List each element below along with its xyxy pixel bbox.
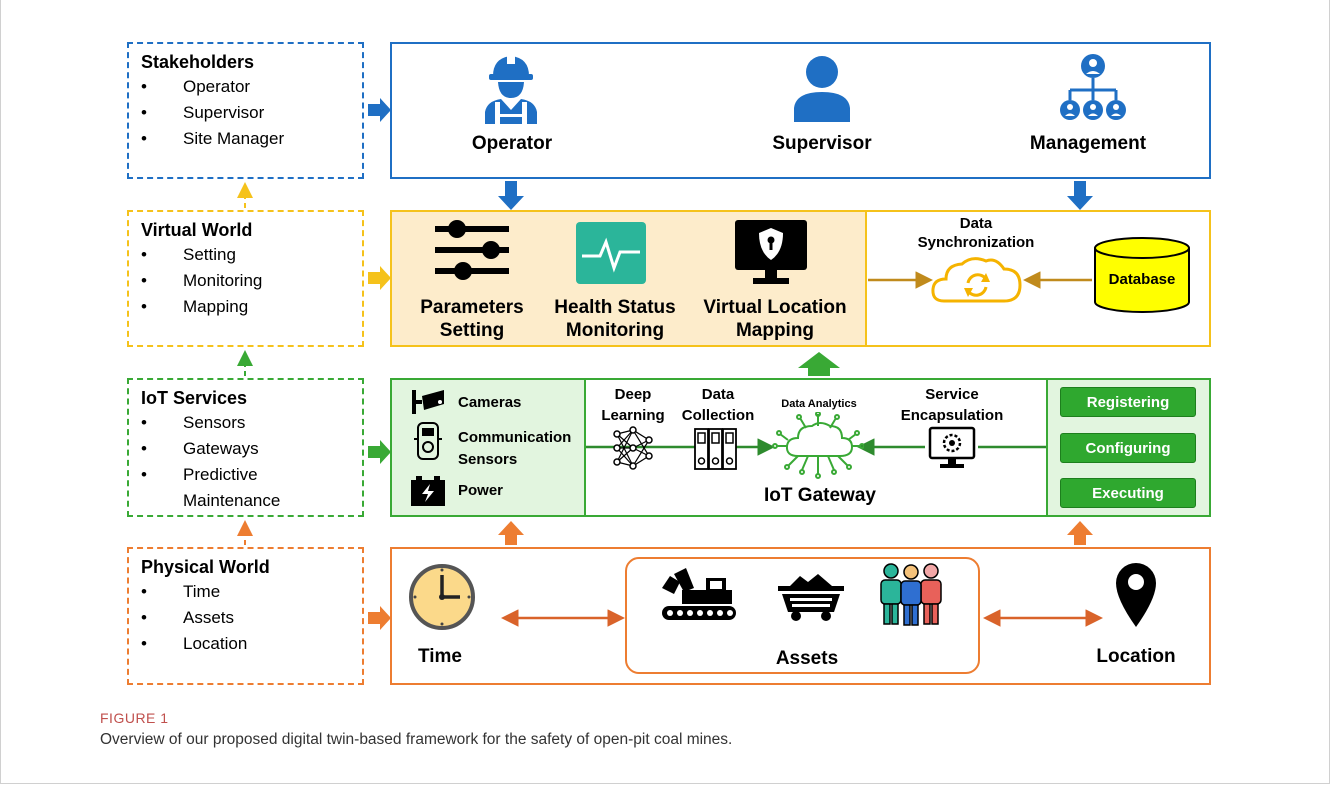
time-label: Time	[417, 646, 462, 667]
legend-item: •Assets	[141, 608, 235, 627]
battery-icon	[411, 476, 445, 506]
arrow-down	[498, 181, 524, 210]
sensor-device-icon	[414, 422, 442, 460]
assets-group-box	[625, 557, 980, 674]
registering-button: Registering	[1060, 387, 1196, 417]
legend-item: •Supervisor	[141, 103, 265, 122]
health-monitor-icon	[576, 222, 646, 284]
data-analytics-label: Data Analytics	[781, 398, 857, 410]
camera-icon	[412, 390, 444, 414]
legend-title: Virtual World	[141, 220, 253, 240]
legend-title: IoT Services	[141, 388, 248, 408]
arrow-right	[368, 606, 391, 630]
workers-icon	[880, 563, 942, 626]
location-pin-icon	[1116, 563, 1156, 627]
legend-item: •Site Manager	[141, 129, 285, 148]
supervisor-label: Supervisor	[772, 133, 872, 154]
clock-icon	[409, 564, 475, 630]
legend-item: •Gateways	[141, 439, 259, 458]
arrow-right	[368, 98, 391, 122]
stakeholder-panel	[390, 42, 1211, 179]
virtual-world-panel	[390, 210, 1211, 347]
neural-network-icon	[613, 426, 653, 470]
legend-item: •Monitoring	[141, 271, 263, 290]
legend-item: •Location	[141, 634, 248, 653]
legend-title: Physical World	[141, 557, 270, 577]
physical-world-panel	[390, 547, 1211, 685]
legend-item: •Sensors	[141, 413, 246, 432]
mine-cart-icon	[778, 574, 844, 621]
excavator-icon	[662, 568, 736, 620]
legend-item: •Setting	[141, 245, 236, 264]
iot-services-panel	[390, 378, 1211, 517]
iot-divider-right	[1046, 380, 1048, 515]
management-label: Management	[1029, 133, 1147, 154]
legend-virtual-world: Virtual World •Setting •Monitoring •Mapp…	[127, 210, 364, 347]
arrow-up	[498, 521, 524, 545]
database-icon	[1094, 237, 1190, 313]
iot-divider-left	[584, 380, 586, 515]
arrow-up	[798, 352, 840, 376]
operator-icon	[485, 54, 537, 124]
legend-item: Maintenance	[183, 491, 281, 510]
legend-stakeholders: Stakeholders •Operator •Supervisor •Site…	[127, 42, 364, 179]
arrow-up	[1067, 521, 1093, 545]
legend-item: •Mapping	[141, 297, 249, 316]
figure-caption: Overview of our proposed digital twin-ba…	[100, 731, 733, 748]
arrow-right	[368, 266, 391, 290]
legend-item: •Time	[141, 582, 221, 601]
secure-monitor-icon	[735, 220, 807, 284]
location-label: Location	[1096, 646, 1176, 667]
arrow-right	[368, 440, 391, 464]
configuring-button: Configuring	[1060, 433, 1196, 463]
legend-physical-world: Physical World •Time •Assets •Location	[127, 547, 364, 685]
supervisor-icon	[794, 56, 850, 122]
virtual-world-divider	[865, 212, 867, 345]
cloud-circuit-icon	[772, 412, 864, 479]
cameras-label: Cameras	[458, 394, 522, 411]
figure-label: FIGURE 1	[100, 710, 169, 726]
cloud-sync-icon	[931, 257, 1022, 303]
legend-item: •Predictive	[141, 465, 258, 484]
operator-label: Operator	[471, 133, 553, 154]
sliders-icon	[435, 220, 509, 280]
management-icon	[1060, 54, 1126, 120]
service-monitor-icon	[928, 426, 976, 468]
assets-label: Assets	[775, 648, 839, 669]
arrow-down	[1067, 181, 1093, 210]
binders-icon	[694, 428, 737, 470]
legend-iot-services: IoT Services •Sensors •Gateways •Predict…	[127, 378, 364, 517]
legend-title: Stakeholders	[141, 52, 255, 72]
executing-button: Executing	[1060, 478, 1196, 508]
power-label: Power	[458, 482, 504, 499]
iot-gateway-label: IoT Gateway	[764, 485, 876, 506]
legend-item: •Operator	[141, 77, 251, 96]
database-label: Database	[1108, 271, 1176, 288]
